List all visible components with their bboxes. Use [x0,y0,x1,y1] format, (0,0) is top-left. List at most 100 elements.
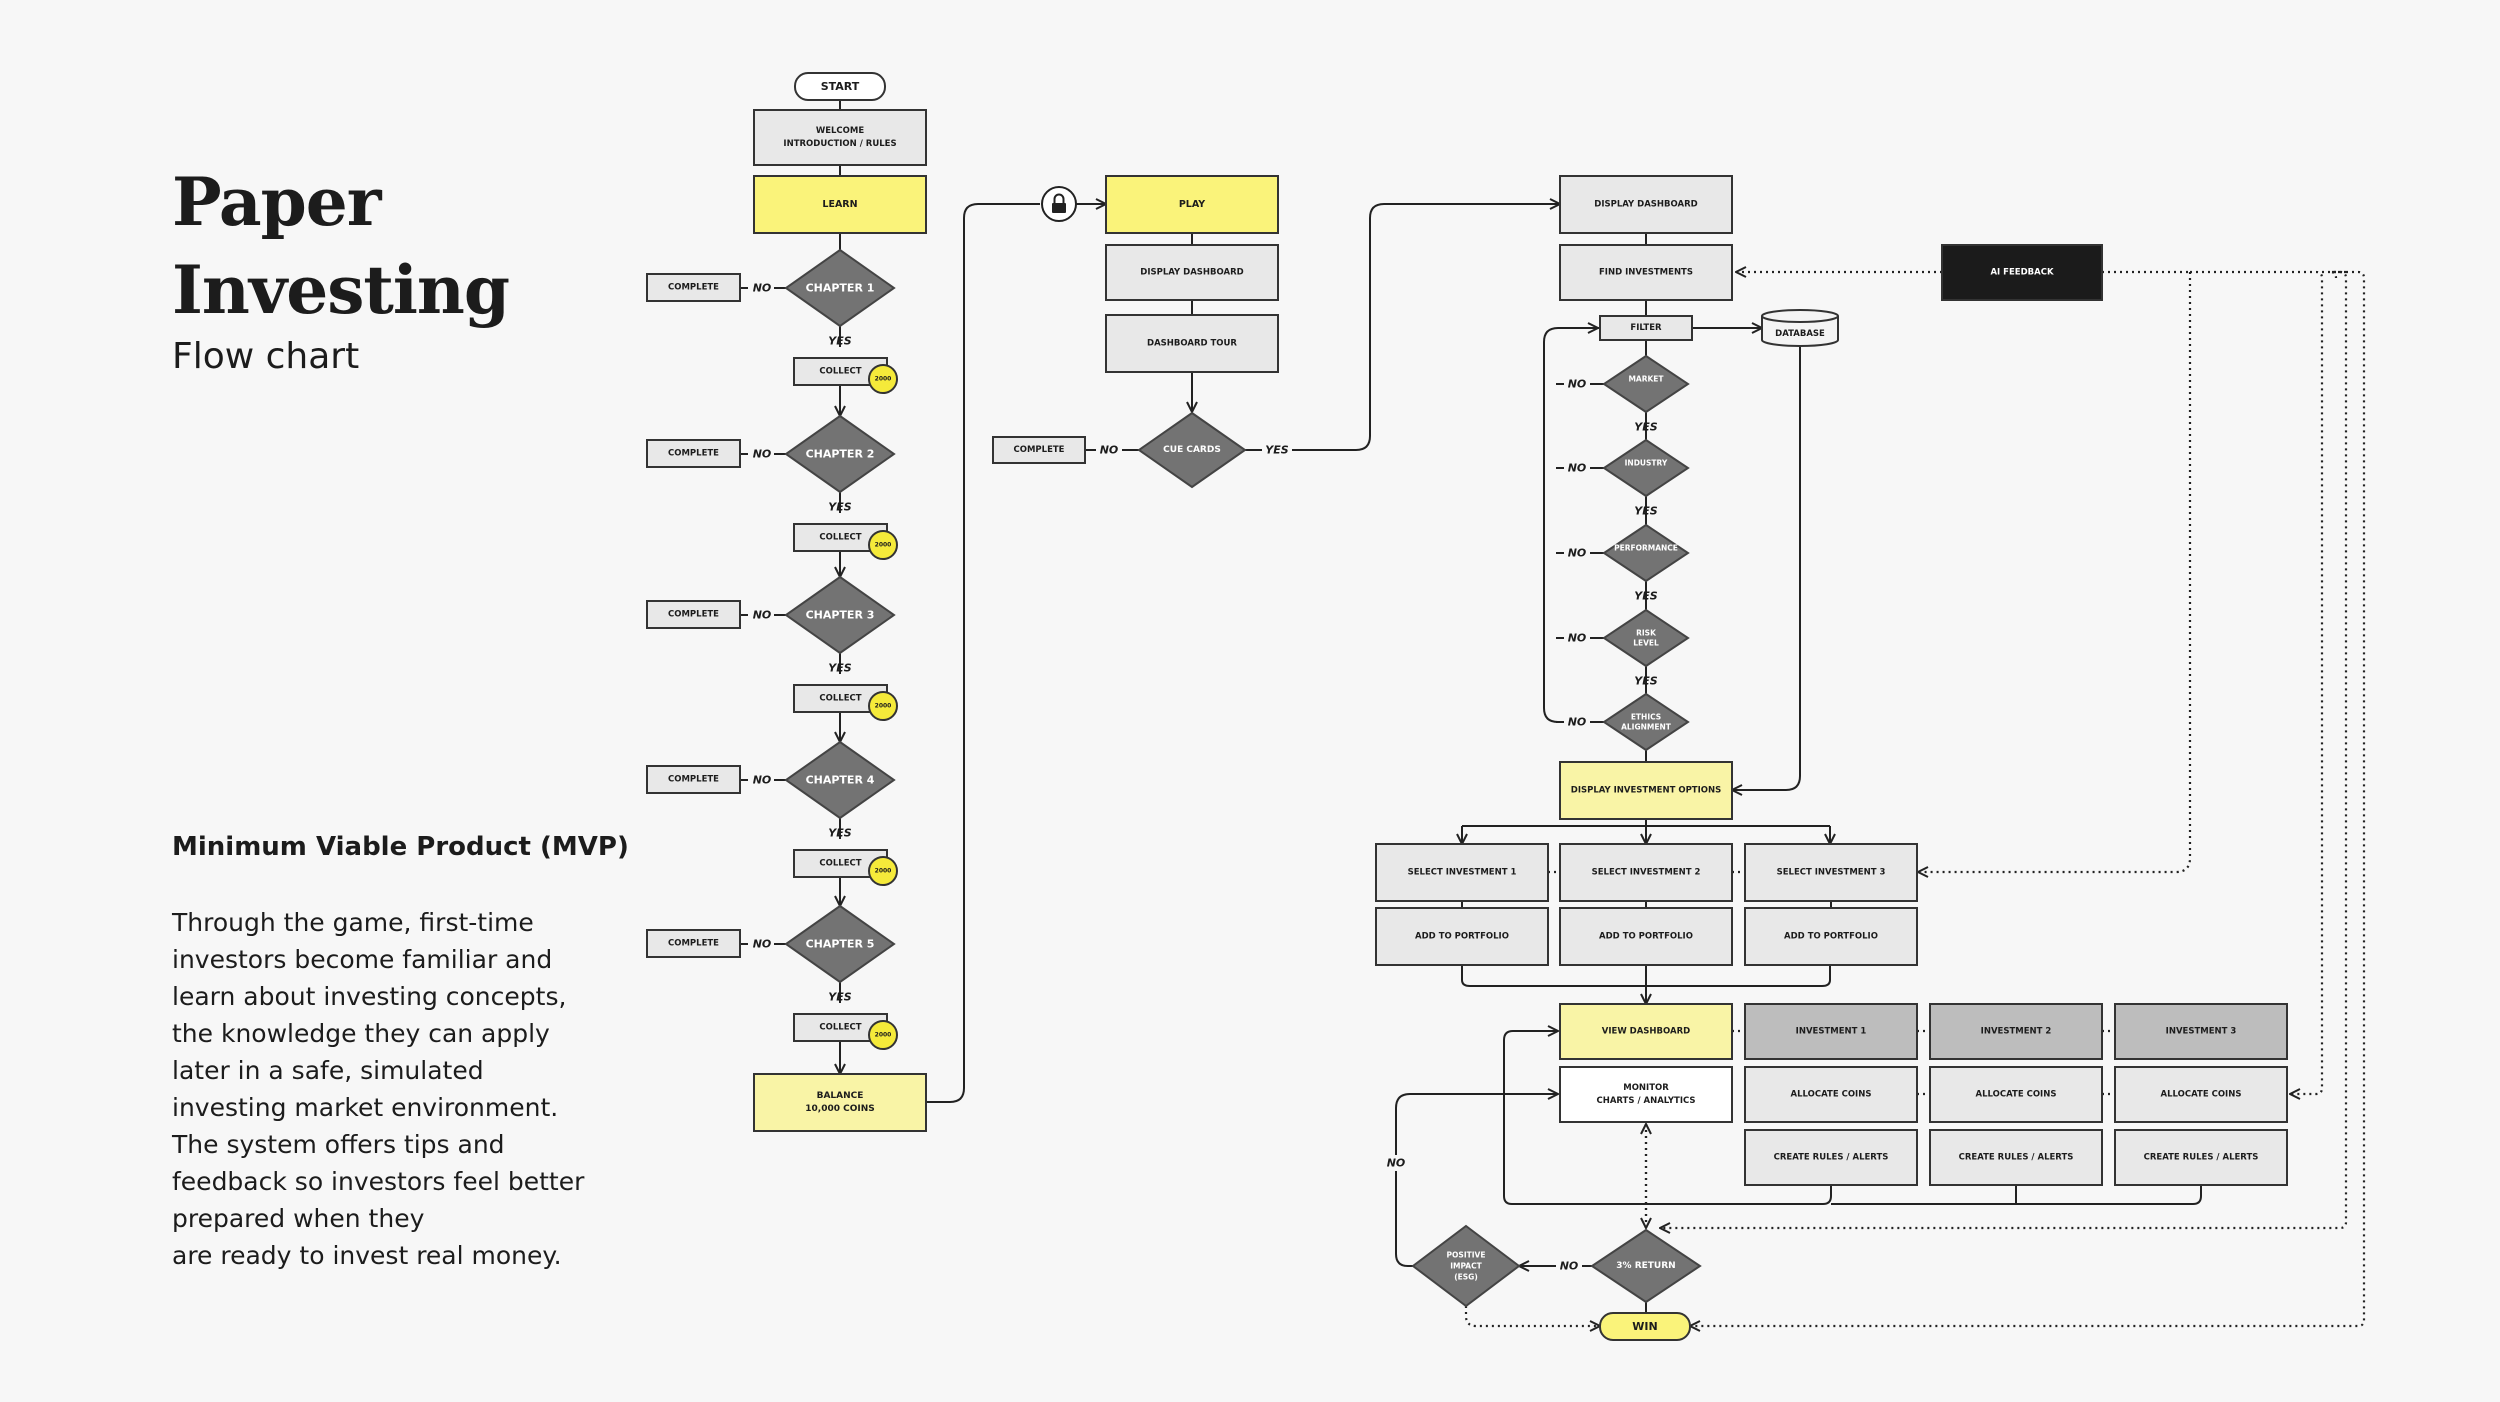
mvp-line: later in a safe, simulated [172,1056,484,1085]
filter-decision-4-label: LEVEL [1633,639,1659,648]
welcome-box [753,109,927,166]
label-bg [748,936,774,952]
page-subtitle: Flow chart [172,336,360,377]
display-options-box-label: DISPLAY INVESTMENT OPTIONS [1571,786,1721,796]
coin-icon [868,364,898,394]
positive-impact-decision-label: IMPACT [1450,1262,1482,1271]
allocate-coins-box [1929,1066,2103,1123]
coin-icon-value: 2000 [875,542,892,549]
filter-decision-4 [1602,608,1690,668]
cue-cards-decision [1137,411,1247,489]
mvp-description: Through the game, first-time investors b… [172,904,592,1274]
edge-db-options [1732,346,1801,790]
mvp-line: investors become familiar and [172,945,553,974]
create-rules-box-label: CREATE RULES / ALERTS [1774,1153,1889,1163]
yes-label: YES [828,335,851,348]
label-bg [748,280,774,296]
return-decision-label: 3% RETURN [1616,1261,1675,1271]
allocate-coins-box-label: ALLOCATE COINS [2161,1090,2242,1100]
coin-icon [868,691,898,721]
edge-ai-select [1918,272,2192,872]
filter-decision-1-label: MARKET [1628,375,1664,384]
return-decision [1590,1228,1702,1304]
investment-1-box-label: INVESTMENT 1 [1796,1027,1867,1037]
title-line-1: Paper [172,163,382,241]
coin-icon [868,856,898,886]
complete-box-label: COMPLETE [668,775,719,785]
filter-decision-5 [1602,692,1690,752]
lock-icon-shackle [1053,193,1065,203]
add-to-portfolio-box-label: ADD TO PORTFOLIO [1599,932,1693,942]
mvp-line: investing market environment. [172,1093,559,1122]
no-label: NO [1100,444,1119,457]
create-rules-box [2114,1129,2288,1186]
mvp-heading: Minimum Viable Product (MVP) [172,832,629,862]
yes-label: YES [1634,421,1657,434]
no-label: NO [1568,462,1587,475]
cue-cards-decision-label: CUE CARDS [1163,445,1221,455]
welcome-box-label: INTRODUCTION / RULES [783,139,896,149]
select-investment-3-box [1744,843,1918,902]
display-dashboard-box-label: DISPLAY DASHBOARD [1140,268,1243,278]
complete-box [646,600,741,629]
find-investments-box [1559,244,1733,301]
mvp-line: prepared when they [172,1204,425,1233]
balance-box-label: 10,000 COINS [805,1104,874,1114]
database-label: DATABASE [1775,329,1825,339]
no-label: NO [753,774,772,787]
filter-decision-5-label: ALIGNMENT [1621,723,1672,732]
mvp-line: learn about investing concepts, [172,982,567,1011]
edge-filter-loop [1543,327,1600,723]
mvp-line: feedback so investors feel better [172,1167,585,1196]
investment-2-box [1929,1003,2103,1060]
complete-box [646,273,741,302]
select-investment-2-box-label: SELECT INVESTMENT 2 [1592,868,1701,878]
no-label: NO [753,282,772,295]
no-label: NO [753,448,772,461]
add-to-portfolio-box [1559,907,1733,966]
collect-box-label: COLLECT [819,367,861,377]
edge-rules-merge [1831,1185,2202,1205]
filter-decision-2-label: INDUSTRY [1625,459,1668,468]
chapter-2-decision-label: CHAPTER 2 [806,448,875,461]
label-bg [748,772,774,788]
filter-decision-3 [1602,523,1690,583]
select-investment-1-box-label: SELECT INVESTMENT 1 [1408,868,1517,878]
no-label: NO [1568,547,1587,560]
investment-1-box [1744,1003,1918,1060]
monitor-box-label: CHARTS / ANALYTICS [1596,1096,1695,1106]
ai-feedback-box [1941,244,2103,301]
display-dashboard-box [1105,244,1279,301]
add-to-portfolio-box-label: ADD TO PORTFOLIO [1415,932,1509,942]
chapter-3-decision-label: CHAPTER 3 [806,609,875,622]
dashboard-tour-box-label: DASHBOARD TOUR [1147,339,1237,349]
no-label: NO [1560,1260,1579,1273]
yes-label: YES [1634,505,1657,518]
investment-3-box-label: INVESTMENT 3 [2166,1027,2237,1037]
coin-icon-value: 2000 [875,1032,892,1039]
label-bg [1556,1258,1582,1274]
filter-decision-4-label: RISK [1636,629,1657,638]
yes-label: YES [828,991,851,1004]
display-options-box [1559,761,1733,820]
win-label: WIN [1632,1320,1657,1333]
mvp-line: Through the game, first-time [172,908,534,937]
yes-label: YES [828,662,851,675]
create-rules-box [1929,1129,2103,1186]
find-investments-box-label: FIND INVESTMENTS [1599,268,1693,278]
label-bg [1096,442,1122,458]
coin-icon [868,530,898,560]
allocate-coins-box-label: ALLOCATE COINS [1976,1090,2057,1100]
ai-feedback-box-label: AI FEEDBACK [1990,268,2053,278]
chapter-1-decision-label: CHAPTER 1 [806,282,875,295]
edge-ai-return [1660,270,2348,1228]
no-label: NO [1568,716,1587,729]
filter-box [1599,315,1693,341]
collect-box-label: COLLECT [819,694,861,704]
edge-ai-win [1690,270,2366,1326]
view-dashboard-box-label: VIEW DASHBOARD [1602,1027,1690,1037]
label-bg [1262,442,1292,458]
view-dashboard-box [1559,1003,1733,1060]
welcome-box-label: WELCOME [816,126,865,136]
